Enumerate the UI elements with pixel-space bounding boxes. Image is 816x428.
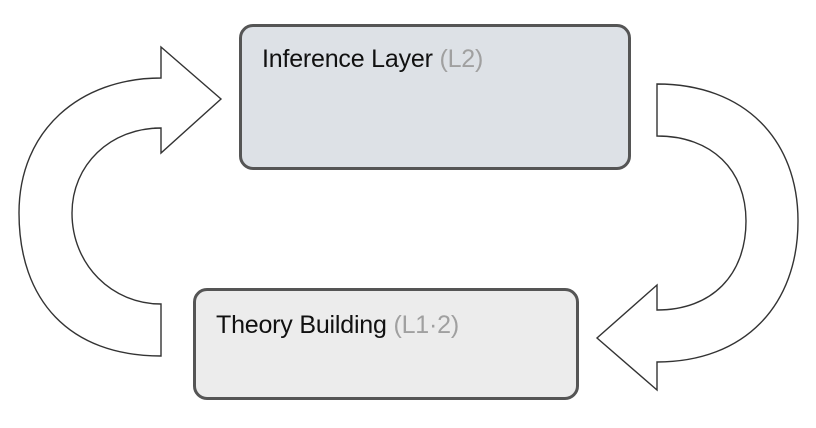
- arrow-inference-to-theory: [595, 83, 799, 392]
- inference-layer-box: Inference Layer (L2): [239, 24, 631, 170]
- theory-building-label: Theory Building (L1·2): [216, 311, 459, 340]
- inference-layer-title: Inference Layer: [262, 45, 433, 73]
- theory-building-box: Theory Building (L1·2): [193, 288, 579, 400]
- theory-building-title: Theory Building: [216, 311, 387, 339]
- theory-building-level: (L1·2): [393, 311, 459, 339]
- inference-layer-label: Inference Layer (L2): [262, 45, 483, 74]
- arrow-theory-to-inference: [18, 45, 223, 357]
- inference-layer-level: (L2): [439, 45, 484, 73]
